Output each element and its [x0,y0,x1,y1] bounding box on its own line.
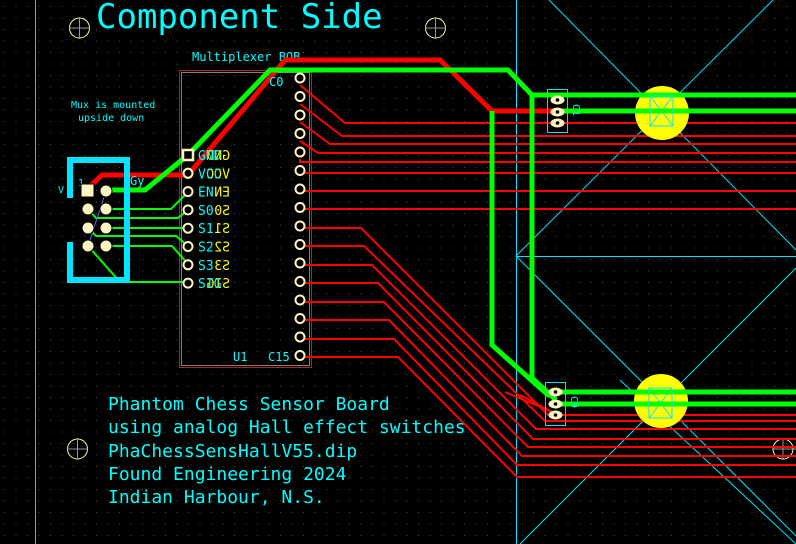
trace-c3 [299,121,796,145]
trace-c2 [299,103,796,137]
module-channel-pad[interactable] [294,165,306,176]
sensor-outline-overlay [648,95,674,419]
module-channel-pad[interactable] [294,220,306,232]
module-pin-pad[interactable] [182,204,194,216]
hall-sensor-9[interactable] [634,374,688,428]
module-channel-pad[interactable] [294,350,306,361]
module-pin-label: S3 [198,259,214,274]
module-channel-pad[interactable] [294,109,306,121]
module-pin-label: EN [198,186,214,201]
trace-c12 [300,282,796,440]
module-pin-pad[interactable] [181,148,195,162]
module-pin-mirror-label: GND [206,149,230,164]
module-pin-label: VCC [198,167,221,182]
connector-pad [99,239,113,253]
module-pin-mirror-label: EN [214,186,230,201]
connector-pad [99,202,113,216]
module-pin-mirror-label: S2 [214,241,230,256]
sensor-header-c1[interactable]: C1 [547,89,582,133]
module-pin-pad[interactable] [182,241,194,252]
trace-c5 [299,159,796,163]
module-channel-pad[interactable] [294,146,306,158]
module-pin-pad[interactable] [182,167,194,179]
connector-pad [81,202,95,216]
module-ref: U1 [233,350,247,364]
module-bottom-pin-label: C15 [268,350,290,364]
module-label: Multiplexer BOB [192,50,300,64]
info-line: Found Engineering 2024 [108,464,346,485]
connector-outline [67,157,130,283]
connector-pad [81,221,95,235]
mux-note: Mux is mounted [71,100,155,111]
connector-pads[interactable] [80,183,113,253]
connector-side-label: V [58,185,64,196]
module-channel-pad[interactable] [294,202,306,213]
top-copper-overlay [556,92,796,407]
module-pin-label: S1 [198,222,214,237]
trace-c4 [299,140,796,154]
module-right-pins[interactable] [294,72,306,361]
info-block: Phantom Chess Sensor Board using analog … [108,394,466,508]
connector-pad [99,221,113,235]
connector-pad [99,184,113,198]
module-courtyard [181,72,310,366]
module-outline[interactable] [179,70,312,368]
info-line: using analog Hall effect switches [108,417,466,438]
module-channel-pad[interactable] [294,294,306,306]
module-pin-label: S0 [198,204,214,219]
module-pin-pad[interactable] [182,222,194,234]
module-pin-label: GND [198,149,222,164]
module-channel-pad[interactable] [294,239,306,250]
trace-c13 [300,301,796,448]
trace-c11 [300,264,796,430]
trace-c16 [300,356,796,478]
connector-wire-label: Gy [130,174,144,188]
sensor-ref: C9 [568,396,579,408]
hall-sensor-magnet-zone [634,374,688,428]
module-pin-pad[interactable] [182,277,194,289]
module-channel-pad[interactable] [294,183,306,195]
module-channel-pad[interactable] [294,72,306,84]
connector-pad-1 [80,183,95,198]
sensor-ref: C1 [570,104,581,116]
module-pin-mirror-label: SIG [206,277,230,292]
info-line: Indian Harbour, N.S. [108,487,325,508]
mounting-hole-icon [67,438,88,460]
module-channel-pad[interactable] [294,257,306,269]
info-line: PhaChessSensHallV55.dip [108,441,357,462]
mux-note: upside down [78,113,144,124]
module-top-pin-label: C0 [269,75,283,89]
module-pin-pad[interactable] [182,259,194,271]
module-channel-pad[interactable] [294,313,306,324]
module-pin-pad[interactable] [182,186,194,198]
module-channel-pad[interactable] [294,128,306,139]
trace-c15 [300,338,796,466]
module-channel-pad[interactable] [294,91,306,102]
module-pin-mirror-label: VCC [207,167,230,182]
trace-c14 [300,319,796,457]
module-pin-label: S2 [198,241,214,256]
mounting-hole-icon [69,17,90,39]
info-line: Phantom Chess Sensor Board [108,394,390,415]
sensor-header-c9[interactable]: C9 [545,382,580,426]
mounting-hole-icon [425,17,446,39]
module-channel-pad[interactable] [294,331,306,343]
module-pin-mirror-label: S0 [214,204,230,219]
module-pin-mirror-label: S3 [214,259,230,274]
module-pin-mirror-label: S1 [214,222,230,237]
connector-pad [81,239,95,253]
module-channel-pad[interactable] [294,276,306,287]
ratsnest-line [87,190,107,247]
module-pin-label: SIG [198,277,222,292]
view-title: Component Side [96,0,383,37]
